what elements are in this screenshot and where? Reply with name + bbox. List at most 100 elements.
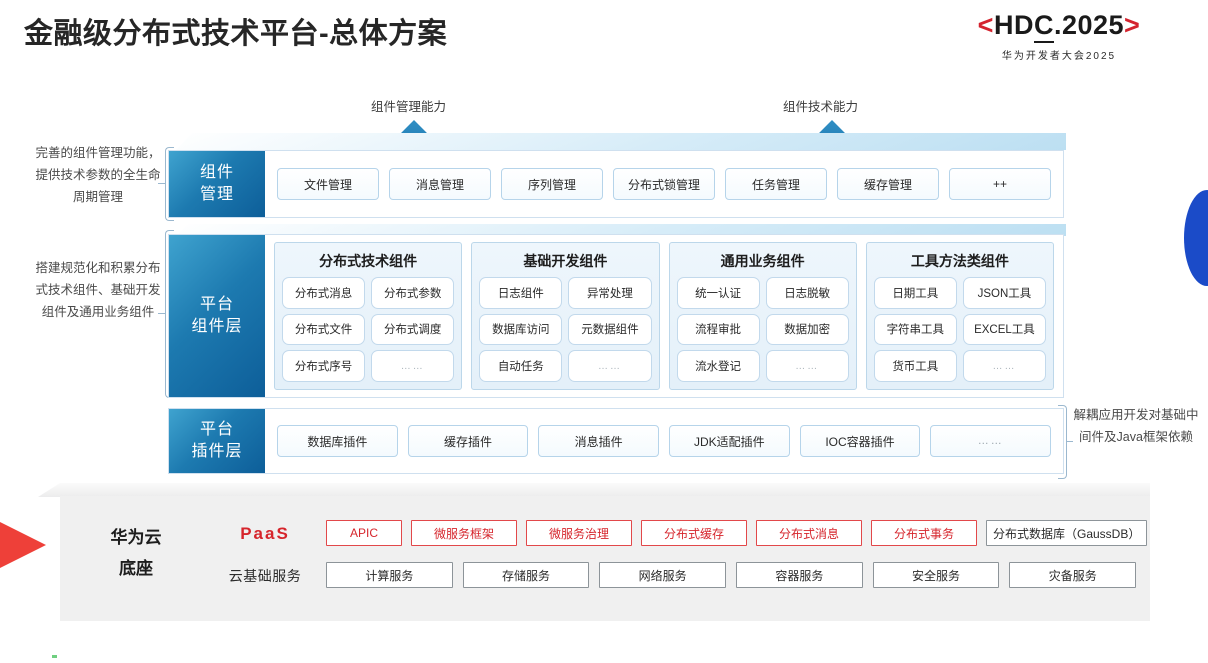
note-right: 解耦应用开发对基础中间件及Java框架依赖 [1073,408,1199,444]
platform-component-layer-side-label: 平台 组件层 [169,235,265,397]
platform-plugin-chip[interactable]: 缓存插件 [407,425,529,457]
component-cell[interactable]: 字符串工具 [873,313,957,346]
component-group-grid: 分布式消息分布式参数分布式文件分布式调度分布式序号…… [282,277,455,382]
component-cell[interactable]: 流水登记 [676,350,760,382]
cloud-service-chip[interactable]: 存储服务 [462,562,590,588]
hdc-logo-text: HDC.2025 [994,10,1124,43]
component-management-chip[interactable]: 分布式锁管理 [613,168,715,200]
platform-plugin-chip[interactable]: 数据库插件 [277,425,398,457]
platform-plugin-layer-label-line2: 插件层 [191,443,243,460]
paas-chip[interactable]: 微服务框架 [411,520,517,546]
component-group-grid: 统一认证日志脱敏流程审批数据加密流水登记…… [676,277,849,382]
platform-plugin-chip[interactable]: …… [930,425,1052,457]
cloud-service-chip[interactable]: 计算服务 [326,562,453,588]
component-cell[interactable]: …… [962,350,1046,382]
component-management-chip[interactable]: 缓存管理 [837,168,939,200]
component-cell[interactable]: 日志组件 [479,277,563,309]
component-cell[interactable]: 分布式参数 [371,277,455,309]
component-cell[interactable]: 元数据组件 [568,313,652,346]
component-cell[interactable]: 日志脱敏 [765,277,849,309]
component-cell[interactable]: 流程审批 [676,313,760,346]
component-cell[interactable]: 日期工具 [873,277,957,309]
platform-layer-bevel-top [176,224,1066,236]
hdc-logo-subtitle: 华为开发者大会2025 [1001,51,1117,62]
component-cell[interactable]: 异常处理 [568,277,652,309]
paas-chip[interactable]: 分布式缓存 [641,520,747,546]
component-management-chip[interactable]: 消息管理 [389,168,491,200]
component-management-chip[interactable]: ++ [949,168,1051,200]
paas-chip[interactable]: 微服务治理 [526,520,632,546]
paas-chip-gaussdb[interactable]: 分布式数据库（GaussDB） [986,520,1148,546]
cloud-service-label: 云基础服务 [228,568,302,584]
platform-component-layer-label-line1: 平台 [199,296,234,314]
component-cell[interactable]: …… [568,350,652,382]
platform-component-groups: 分布式技术组件分布式消息分布式参数分布式文件分布式调度分布式序号……基础开发组件… [265,235,1063,397]
panel-bevel-top [176,133,1066,150]
platform-plugin-chip-list: 数据库插件缓存插件消息插件 JDK适配插件 IOC容器插件 …… [265,409,1063,473]
component-group-title: 通用业务组件 [720,253,805,269]
component-cell[interactable]: 分布式序号 [282,350,366,382]
arrow-label-component-technology: 组件技术能力 [783,100,859,114]
platform-plugin-chip[interactable]: IOC容器插件 [799,425,921,457]
platform-component-layer-row: 平台 组件层 分布式技术组件分布式消息分布式参数分布式文件分布式调度分布式序号…… [168,234,1064,398]
cloud-base-title-line2: 底座 [119,559,153,579]
cloud-base-title-line1: 华为云 [110,528,162,547]
component-management-chip[interactable]: 序列管理 [501,168,603,200]
paas-chip[interactable]: 分布式消息 [756,520,862,546]
paas-label: PaaS [240,524,290,543]
component-management-row: 组件 管理 文件管理消息管理序列管理分布式锁管理任务管理缓存管理 ++ [168,150,1064,218]
component-cell[interactable]: 分布式文件 [282,313,366,346]
platform-plugin-layer-side-label: 平台 插件层 [169,409,265,473]
component-group: 分布式技术组件分布式消息分布式参数分布式文件分布式调度分布式序号…… [274,242,463,390]
component-cell[interactable]: 统一认证 [676,277,760,309]
platform-plugin-chip[interactable]: 消息插件 [538,425,660,457]
component-management-chip[interactable]: 任务管理 [725,168,827,200]
component-group-grid: 日志组件异常处理数据库访问元数据组件自动任务…… [479,277,652,382]
green-mark [52,655,57,658]
component-management-side-label-line2: 管理 [199,186,234,203]
cloud-base-bevel [38,483,1150,497]
platform-plugin-layer-label-line1: 平台 [199,421,234,439]
platform-plugin-chip[interactable]: JDK适配插件 [669,425,790,457]
component-management-chip-list: 文件管理消息管理序列管理分布式锁管理任务管理缓存管理 ++ [265,151,1063,217]
component-cell[interactable]: …… [371,350,455,382]
brace-left-top-tick [158,183,165,184]
component-management-chip[interactable]: 文件管理 [277,168,379,200]
brace-right-tick [1066,441,1073,442]
paas-chip-list: APIC 微服务框架微服务治理分布式缓存分布式消息分布式事务分布式数据库（Gaus… [326,520,1148,546]
brace-right [1058,405,1067,479]
component-group-title: 工具方法类组件 [910,253,1009,269]
cloud-service-chip[interactable]: 灾备服务 [1009,562,1137,588]
cloud-base-title: 华为云 底座 [76,522,196,585]
component-management-side-label-line1: 组件 [199,164,234,182]
paas-chip[interactable]: 分布式事务 [871,520,977,546]
blue-accent-shape [1184,190,1208,286]
paas-chip[interactable]: APIC [326,520,402,546]
component-group: 通用业务组件统一认证日志脱敏流程审批数据加密流水登记…… [668,242,857,390]
cloud-service-chip[interactable]: 安全服务 [872,562,1000,588]
component-cell[interactable]: 数据加密 [765,313,849,346]
component-cell[interactable]: JSON工具 [962,277,1046,309]
hdc-logo-main: <HDC.2025> [924,10,1194,43]
component-cell[interactable]: …… [765,350,849,382]
component-group-title: 分布式技术组件 [319,253,418,269]
cloud-service-chip[interactable]: 网络服务 [599,562,727,588]
component-cell[interactable]: 数据库访问 [479,313,563,346]
component-cell[interactable]: 货币工具 [873,350,957,382]
component-group-title: 基础开发组件 [523,253,608,269]
component-cell[interactable]: 分布式调度 [371,313,455,346]
component-cell[interactable]: 自动任务 [479,350,563,382]
component-cell[interactable]: 分布式消息 [282,277,366,309]
cloud-service-chip[interactable]: 容器服务 [736,562,863,588]
brace-left-bottom-tick [158,313,165,314]
red-wedge-shape [0,505,46,585]
hdc-right-bracket: > [1124,10,1141,40]
component-cell[interactable]: EXCEL工具 [962,313,1046,346]
component-group: 基础开发组件日志组件异常处理数据库访问元数据组件自动任务…… [471,242,660,390]
note-left-top: 完善的组件管理功能，提供技术参数的全生命周期管理 [35,146,161,204]
